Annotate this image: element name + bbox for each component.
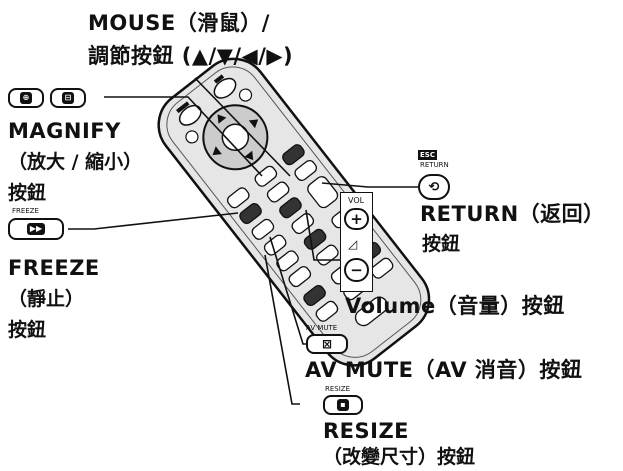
return-button[interactable]: ⟲	[418, 174, 450, 200]
resize-label-line1: RESIZE	[323, 419, 410, 443]
volume-down-button[interactable]: −	[344, 258, 369, 282]
minus-icon: −	[350, 261, 363, 279]
freeze-label-line1: FREEZE	[8, 256, 100, 280]
magnify-minus-icon: ⊟	[61, 92, 75, 104]
av-mute-icon: ⊠	[321, 337, 333, 351]
return-button-badge: ESC	[418, 150, 437, 160]
magnify-plus-icon: ⊕	[19, 92, 33, 104]
return-mouse-icon: ⟲	[428, 179, 440, 195]
remote-control	[157, 57, 431, 367]
magnify-label-line3: 按鈕	[8, 182, 47, 204]
magnify-plus-button[interactable]: ⊕	[8, 88, 44, 108]
resize-label-line2: （改變尺寸）按鈕	[323, 446, 476, 468]
freeze-label-line3: 按鈕	[8, 319, 47, 341]
mouse-label-line2: 調節按鈕 (▲/▼/◀/▶)	[88, 44, 294, 68]
freeze-label-line2: （靜止）	[8, 288, 85, 310]
resize-icon: ▪	[337, 399, 349, 411]
volume-control-box: VOL + ◿ −	[340, 192, 373, 292]
magnify-label-line2: （放大 / 縮小）	[8, 151, 143, 173]
return-label-line1: RETURN（返回）	[420, 202, 605, 226]
freeze-icon: ▶▶	[26, 223, 46, 235]
freeze-button[interactable]: ▶▶	[8, 218, 64, 240]
resize-button[interactable]: ▪	[323, 395, 363, 415]
magnify-label-line1: MAGNIFY	[8, 119, 121, 143]
resize-button-caption: RESIZE	[325, 385, 351, 393]
return-button-caption: RETURN	[420, 161, 449, 169]
volume-caption: VOL	[348, 196, 365, 205]
freeze-button-caption: FREEZE	[12, 207, 39, 215]
volume-up-button[interactable]: +	[344, 208, 369, 230]
avmute-label: AV MUTE（AV 消音）按鈕	[305, 358, 583, 382]
mouse-label-line1: MOUSE（滑鼠）/	[88, 11, 270, 35]
volume-level-icon: ◿	[348, 237, 358, 251]
avmute-button[interactable]: ⊠	[306, 334, 348, 354]
avmute-button-caption: AV MUTE	[306, 324, 338, 332]
return-label-line2: 按鈕	[422, 233, 461, 255]
plus-icon: +	[350, 210, 363, 228]
magnify-minus-button[interactable]: ⊟	[50, 88, 86, 108]
volume-label: Volume（音量）按鈕	[345, 294, 565, 318]
